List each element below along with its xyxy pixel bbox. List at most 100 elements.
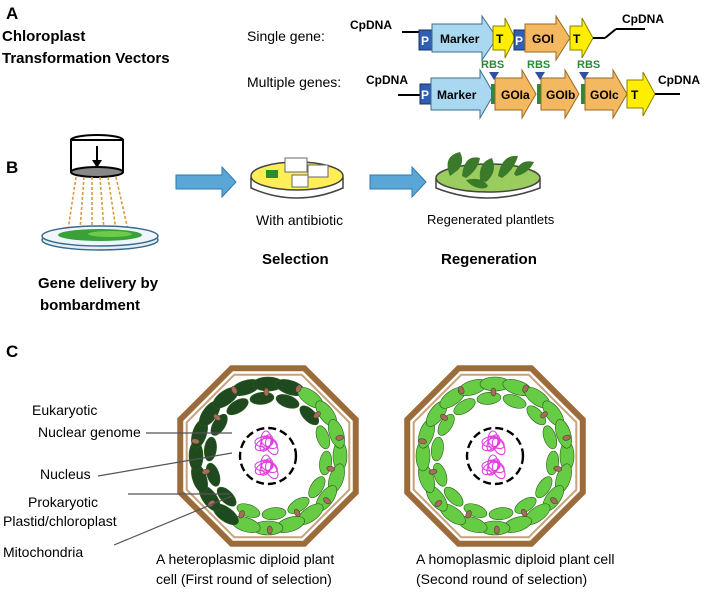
prokaryotic-label-line2: Plastid/chloroplast bbox=[3, 513, 117, 529]
svg-text:P: P bbox=[421, 34, 429, 48]
single-gene-label: Single gene: bbox=[247, 28, 325, 44]
plastid bbox=[437, 413, 455, 436]
rbs-label-3: RBS bbox=[577, 59, 600, 71]
mitochondrion bbox=[490, 387, 497, 397]
mitochondrion bbox=[267, 525, 273, 535]
homoplasmic-caption-line1: A homoplasmic diploid plant cell bbox=[416, 551, 615, 567]
svg-text:Marker: Marker bbox=[437, 88, 477, 102]
plastid bbox=[261, 507, 287, 521]
goi-arrow bbox=[524, 14, 571, 62]
terminator-1a bbox=[492, 17, 516, 59]
gene-delivery-line1: Gene delivery by bbox=[38, 275, 159, 292]
nucleus-label: Nucleus bbox=[40, 466, 91, 482]
vector-diagrams: CpDNA P Marker T P GOI T CpDNA CpDNA P M… bbox=[350, 12, 700, 120]
single-gene-construct: CpDNA P Marker T P GOI T CpDNA bbox=[350, 12, 664, 62]
mitochondrion bbox=[293, 508, 301, 518]
heteroplasmic-cell bbox=[177, 365, 359, 547]
gene-delivery-line2: bombardment bbox=[40, 297, 141, 314]
regenerated-plantlets-label: Regenerated plantlets bbox=[427, 212, 555, 227]
prokaryotic-label-line1: Prokaryotic bbox=[28, 494, 99, 510]
mitochondrion bbox=[494, 525, 500, 535]
cpdna-left-label-2: CpDNA bbox=[366, 73, 408, 87]
plastid bbox=[308, 476, 326, 499]
bombardment-dish bbox=[41, 225, 159, 251]
mitochondrion bbox=[263, 387, 270, 397]
mitochondrion bbox=[553, 465, 562, 472]
mitochondrion bbox=[562, 434, 571, 441]
heteroplasmic-caption-line1: A heteroplasmic diploid plant bbox=[156, 551, 335, 567]
mitochondrion bbox=[313, 411, 321, 419]
workflow-arrow-1 bbox=[175, 165, 237, 199]
gene-gun-icon bbox=[70, 134, 124, 178]
mitochondrion bbox=[213, 413, 221, 421]
selection-workflow bbox=[41, 134, 541, 251]
plastid bbox=[535, 476, 553, 499]
panel-b-letter: B bbox=[6, 158, 19, 177]
plastid bbox=[205, 462, 221, 487]
plastid bbox=[275, 394, 300, 409]
plastid bbox=[226, 398, 249, 416]
multiple-genes-label: Multiple genes: bbox=[247, 74, 342, 90]
svg-text:GOI: GOI bbox=[532, 32, 554, 46]
goia-arrow bbox=[494, 68, 537, 120]
plastid bbox=[443, 486, 464, 507]
mitochondrion bbox=[458, 386, 465, 395]
selection-label: Selection bbox=[262, 251, 329, 268]
panel-a-title-line2: Transformation Vectors bbox=[2, 50, 170, 67]
svg-text:T: T bbox=[496, 32, 504, 46]
workflow-arrow-2 bbox=[369, 165, 427, 199]
svg-text:P: P bbox=[515, 34, 523, 48]
mitochondrion bbox=[434, 500, 443, 508]
plastid bbox=[514, 496, 537, 514]
plastid bbox=[526, 405, 547, 426]
panel-c-letter: C bbox=[6, 342, 19, 361]
mitochondria-label: Mitochondria bbox=[3, 544, 84, 560]
heteroplasmic-caption-line2: cell (First round of selection) bbox=[156, 571, 332, 587]
plastid bbox=[328, 419, 345, 449]
plastid bbox=[555, 419, 572, 449]
plastid bbox=[488, 507, 514, 521]
multiple-genes-construct: CpDNA P Marker GOIa GOIb GOIc T CpDNA RB… bbox=[366, 59, 700, 120]
plastid bbox=[210, 413, 228, 436]
marker-arrow-1 bbox=[431, 14, 498, 62]
mitochondrion bbox=[550, 497, 558, 505]
svg-text:Marker: Marker bbox=[440, 32, 480, 46]
label-pointers bbox=[97, 432, 233, 546]
mitochondrion bbox=[522, 384, 529, 393]
plastid bbox=[432, 462, 448, 487]
terminator-2 bbox=[626, 71, 656, 117]
plastid bbox=[216, 486, 237, 507]
plastid bbox=[542, 425, 558, 450]
with-antibiotic-label: With antibiotic bbox=[256, 212, 344, 228]
svg-text:GOIb: GOIb bbox=[546, 88, 575, 102]
mitochondrion bbox=[418, 438, 427, 445]
plastid bbox=[287, 496, 310, 514]
panel-a-letter: A bbox=[6, 4, 19, 23]
mitochondrion bbox=[428, 468, 438, 475]
svg-text:T: T bbox=[573, 32, 581, 46]
regeneration-label: Regeneration bbox=[441, 251, 537, 268]
mitochondrion bbox=[238, 510, 245, 519]
homoplasmic-cell bbox=[404, 365, 586, 547]
mitochondrion bbox=[295, 384, 302, 393]
mitochondrion bbox=[231, 386, 238, 395]
plastid bbox=[430, 436, 444, 462]
mitochondrion bbox=[465, 510, 472, 519]
mitochondrion bbox=[335, 434, 344, 441]
mitochondrion bbox=[326, 465, 335, 472]
marker-arrow-2 bbox=[430, 68, 495, 120]
svg-text:T: T bbox=[631, 88, 639, 102]
mitochondrion bbox=[440, 413, 448, 421]
particle-streams bbox=[67, 176, 129, 231]
plastid bbox=[502, 394, 527, 409]
svg-text:GOIc: GOIc bbox=[590, 88, 619, 102]
plastid bbox=[315, 425, 331, 450]
mitochondrion bbox=[520, 508, 528, 518]
plastid bbox=[453, 398, 476, 416]
cpdna-left-label-1: CpDNA bbox=[350, 18, 392, 32]
selection-dish bbox=[250, 157, 344, 199]
eukaryotic-label-line1: Eukaryotic bbox=[32, 402, 98, 418]
mitochondrion bbox=[323, 497, 331, 505]
rbs-label-1: RBS bbox=[481, 59, 504, 71]
nucleus bbox=[465, 426, 525, 486]
